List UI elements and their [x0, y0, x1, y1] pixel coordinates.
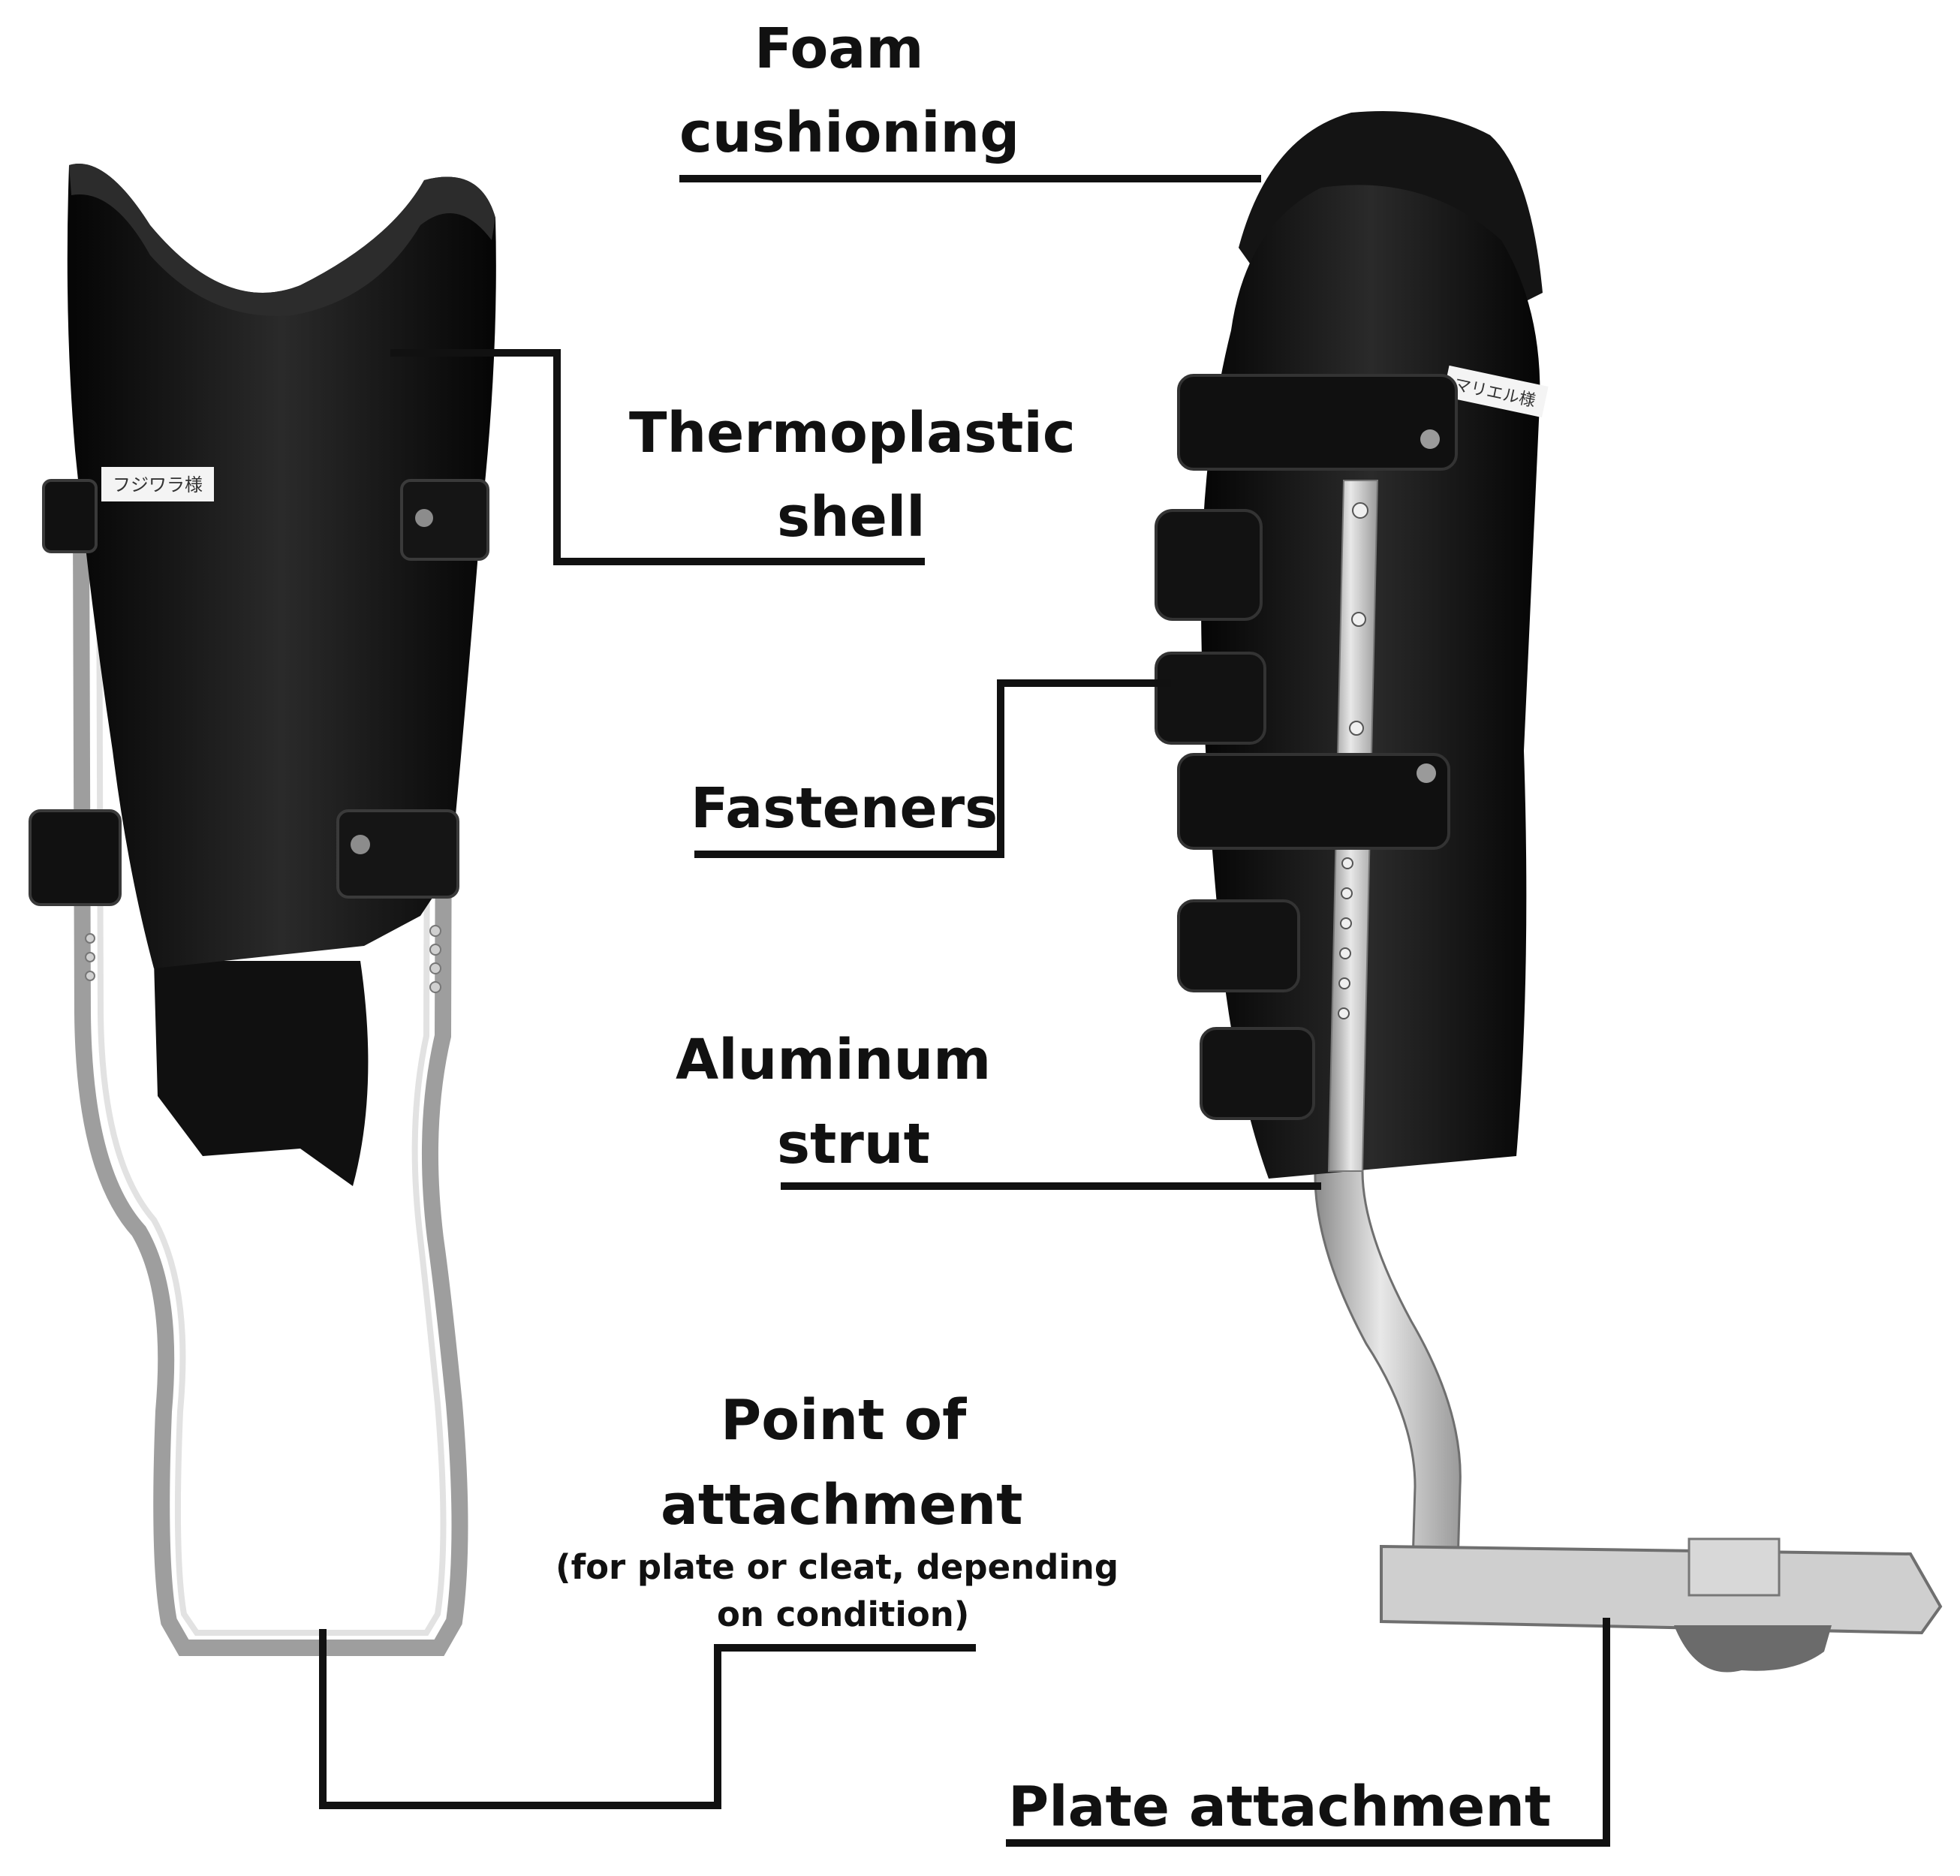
right-fastener-strap	[1177, 374, 1458, 471]
left-fastener-strap	[400, 479, 489, 561]
label-point-line2: attachment	[661, 1473, 1023, 1537]
left-foam-rim	[69, 163, 495, 316]
left-thermoplastic-shell	[67, 163, 496, 968]
label-plate-attachment: Plate attachment	[1008, 1775, 1552, 1839]
left-shell-lower-tube	[154, 961, 369, 1186]
right-foam-cushioning	[1239, 111, 1543, 308]
left-orthosis-front-view: フジワラ様	[29, 163, 496, 1656]
left-fastener-strap	[42, 479, 98, 553]
label-point-line1: Point of	[721, 1388, 967, 1453]
left-name-tag	[101, 467, 214, 501]
right-fastener-strap	[1155, 652, 1266, 745]
label-strut-line2: strut	[777, 1112, 930, 1176]
label-foam-line2: cushioning	[679, 101, 1020, 165]
label-point-note1: (for plate or cleat, depending	[555, 1547, 1119, 1587]
right-fastener-strap	[1155, 509, 1263, 621]
right-fastener-strap	[1177, 899, 1300, 992]
right-plate-attachment	[1380, 1544, 1943, 1635]
left-name-tag-text: フジワラ様	[113, 474, 203, 495]
label-strut-line1: Aluminum	[676, 1028, 992, 1092]
leader-lines	[319, 175, 1610, 1847]
label-fasteners: Fasteners	[691, 776, 998, 841]
leader-point-of-attachment	[319, 1629, 976, 1809]
right-fastener-strap	[1200, 1027, 1315, 1120]
label-shell-line2: shell	[777, 485, 926, 550]
leader-fasteners	[694, 679, 1171, 858]
leader-plate-attachment	[1006, 1618, 1610, 1847]
left-rail-rivets	[85, 925, 441, 993]
right-orthosis-side-view: マリエル様	[1155, 111, 1943, 1673]
right-fastener-strap	[1177, 753, 1450, 850]
right-strut-rivets	[1338, 502, 1368, 1019]
right-name-tag	[1442, 365, 1549, 418]
label-point-note2: on condition)	[717, 1594, 970, 1634]
label-foam-line1: Foam	[754, 17, 924, 81]
left-fastener-strap	[29, 809, 122, 906]
label-shell-line1: Thermoplastic	[629, 401, 1076, 465]
leader-thermoplastic-shell	[390, 349, 925, 565]
left-aluminum-frame	[73, 525, 468, 1656]
left-fastener-strap	[336, 809, 459, 899]
